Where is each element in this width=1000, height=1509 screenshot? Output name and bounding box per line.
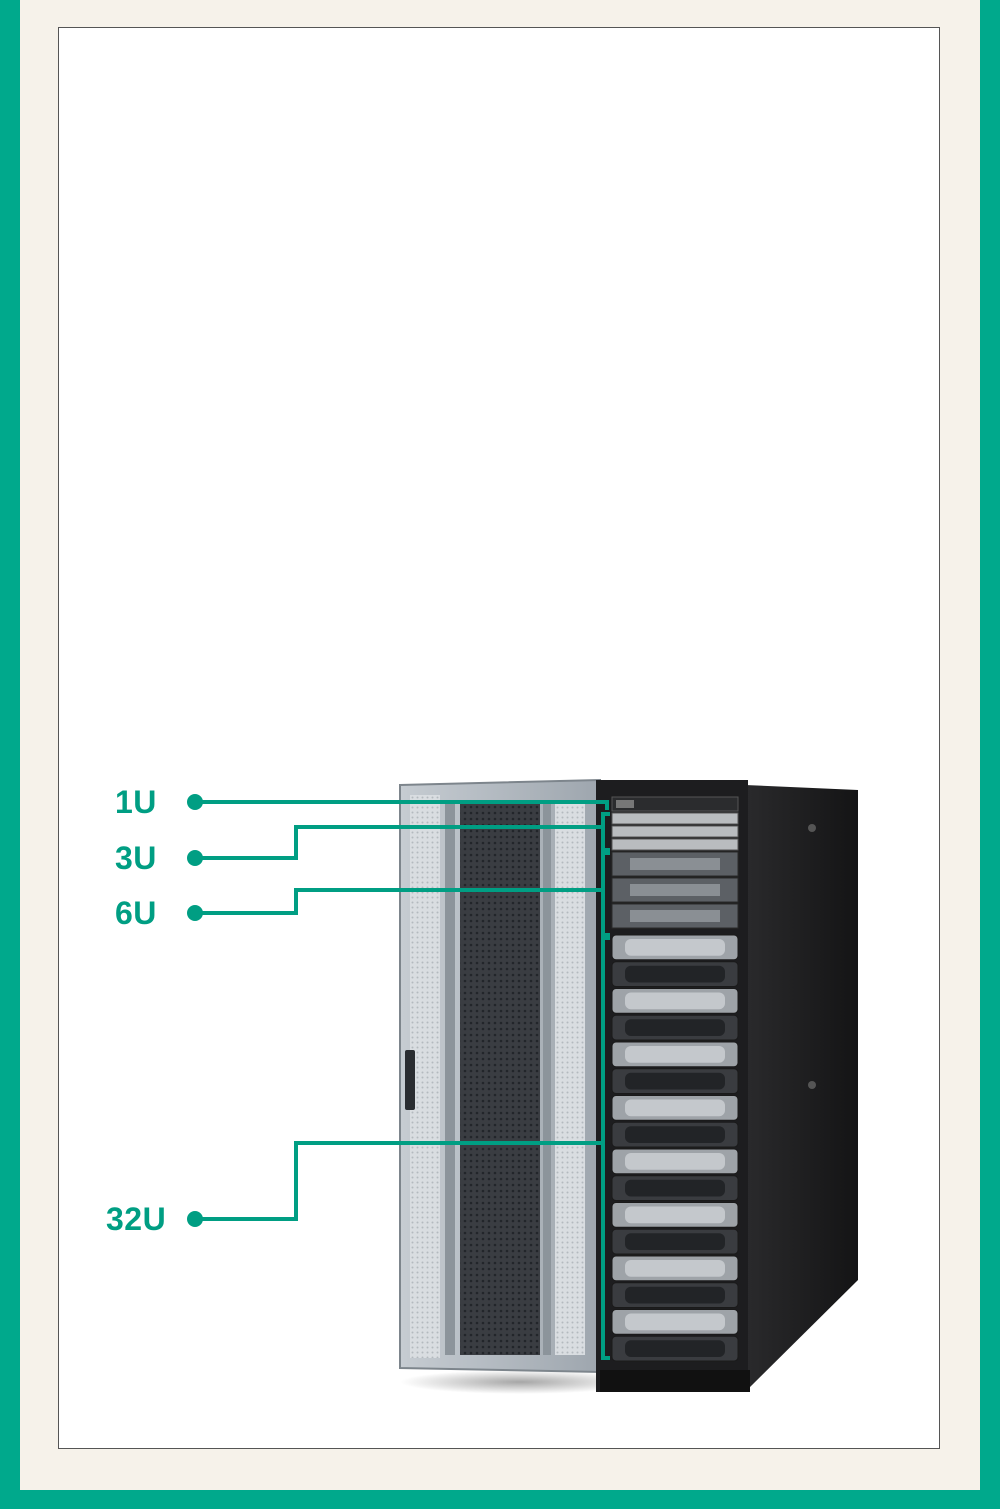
rack-door [399,778,601,1374]
storage-bezel [625,1153,725,1170]
label-6u: 6U [115,895,157,931]
side-lock [808,1081,816,1089]
device-group-32u [611,934,739,1362]
storage-bezel [625,1179,725,1197]
label-3u: 3U [115,840,157,876]
storage-bezel [625,939,725,956]
device-1u [611,796,739,812]
storage-bezel [625,1260,725,1277]
label-1u: 1U [115,784,157,820]
storage-bezel [625,1233,725,1250]
device-group-6u [611,851,739,929]
callout-dots [187,794,203,1227]
storage-bezel [625,1340,725,1357]
door-handle [405,1050,415,1110]
storage-bezel [625,1313,725,1331]
storage-bezel [625,1206,725,1224]
storage-bezel [625,965,725,983]
storage-bezel [625,1099,725,1117]
storage-bezel [625,1126,725,1143]
rack-side-panel [745,785,858,1392]
door-shadow [400,1370,640,1394]
callout-lines [195,800,610,1360]
label-32u: 32U [106,1201,167,1237]
storage-bezel [625,1019,725,1036]
storage-bezel [625,992,725,1010]
device-group-3u [611,812,739,851]
storage-bezel [625,1286,725,1304]
storage-bezel [625,1046,725,1063]
storage-bezel [625,1072,725,1090]
side-lock [808,824,816,832]
